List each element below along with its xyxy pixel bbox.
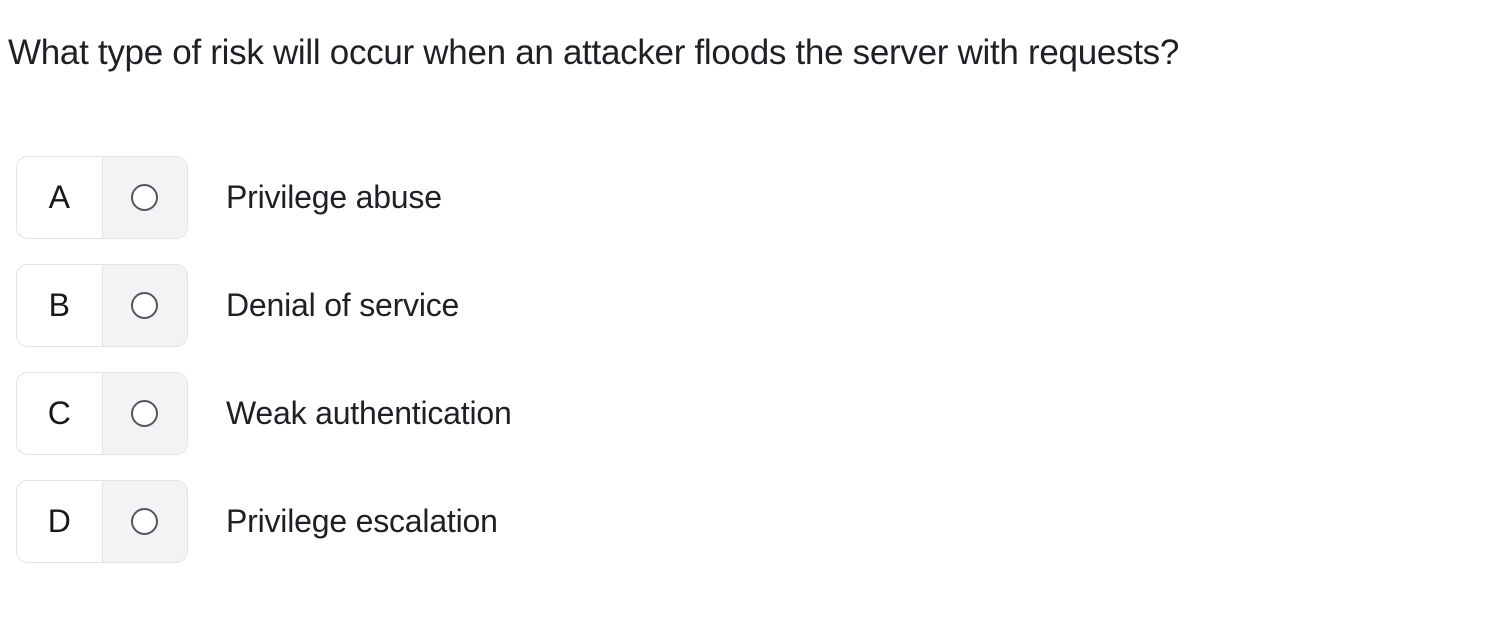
radio-cell-d[interactable]	[101, 481, 187, 562]
radio-button-a[interactable]	[131, 184, 159, 211]
option-label-d: Privilege escalation	[226, 503, 498, 539]
options-list: A Privilege abuse B Denial of service C …	[16, 156, 1489, 563]
radio-button-c[interactable]	[131, 400, 159, 427]
option-letter-a: A	[17, 157, 102, 238]
option-button-b[interactable]: B	[16, 264, 188, 347]
option-row-d: D Privilege escalation	[16, 480, 1489, 563]
radio-cell-a[interactable]	[101, 157, 187, 238]
radio-button-b[interactable]	[131, 292, 159, 319]
option-button-a[interactable]: A	[16, 156, 188, 239]
option-button-c[interactable]: C	[16, 372, 188, 455]
option-row-a: A Privilege abuse	[16, 156, 1489, 239]
option-letter-b: B	[17, 265, 102, 346]
option-label-c: Weak authentication	[226, 395, 512, 431]
radio-cell-c[interactable]	[101, 373, 187, 454]
option-row-c: C Weak authentication	[16, 372, 1489, 455]
radio-button-d[interactable]	[131, 508, 159, 535]
question-text: What type of risk will occur when an att…	[8, 33, 1180, 72]
option-letter-c: C	[17, 373, 102, 454]
option-label-a: Privilege abuse	[226, 179, 442, 215]
option-letter-d: D	[17, 481, 102, 562]
option-row-b: B Denial of service	[16, 264, 1489, 347]
option-button-d[interactable]: D	[16, 480, 188, 563]
radio-cell-b[interactable]	[101, 265, 187, 346]
option-label-b: Denial of service	[226, 287, 460, 323]
